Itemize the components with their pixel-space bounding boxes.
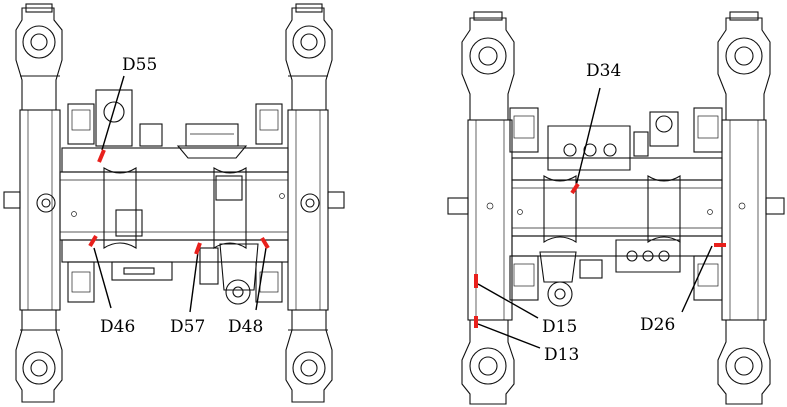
- marker-d34: [570, 182, 580, 195]
- label-d26: D26: [640, 315, 675, 335]
- label-d15: D15: [542, 317, 577, 337]
- annotation-layer: D55 D46 D57 D48 D34 D15 D13 D26: [88, 55, 726, 365]
- leader-d26: [681, 245, 713, 313]
- leader-d15: [477, 283, 539, 319]
- marker-d48: [260, 236, 270, 250]
- marker-d46: [88, 234, 98, 248]
- right-bogie-drawing: [447, 11, 785, 405]
- leader-d13: [477, 323, 541, 349]
- label-d34: D34: [586, 61, 621, 81]
- leader-d34: [575, 87, 601, 187]
- label-d57: D57: [170, 317, 205, 337]
- marker-d57: [194, 242, 202, 255]
- leader-d48: [255, 247, 267, 311]
- label-d55: D55: [122, 55, 157, 75]
- leader-d46: [93, 247, 112, 309]
- label-d48: D48: [228, 317, 263, 337]
- left-bogie-drawing: [3, 3, 345, 403]
- label-d13: D13: [544, 345, 579, 365]
- marker-d55: [97, 149, 106, 163]
- leader-d57: [189, 251, 199, 313]
- label-d46: D46: [100, 317, 135, 337]
- leader-d55: [101, 75, 125, 151]
